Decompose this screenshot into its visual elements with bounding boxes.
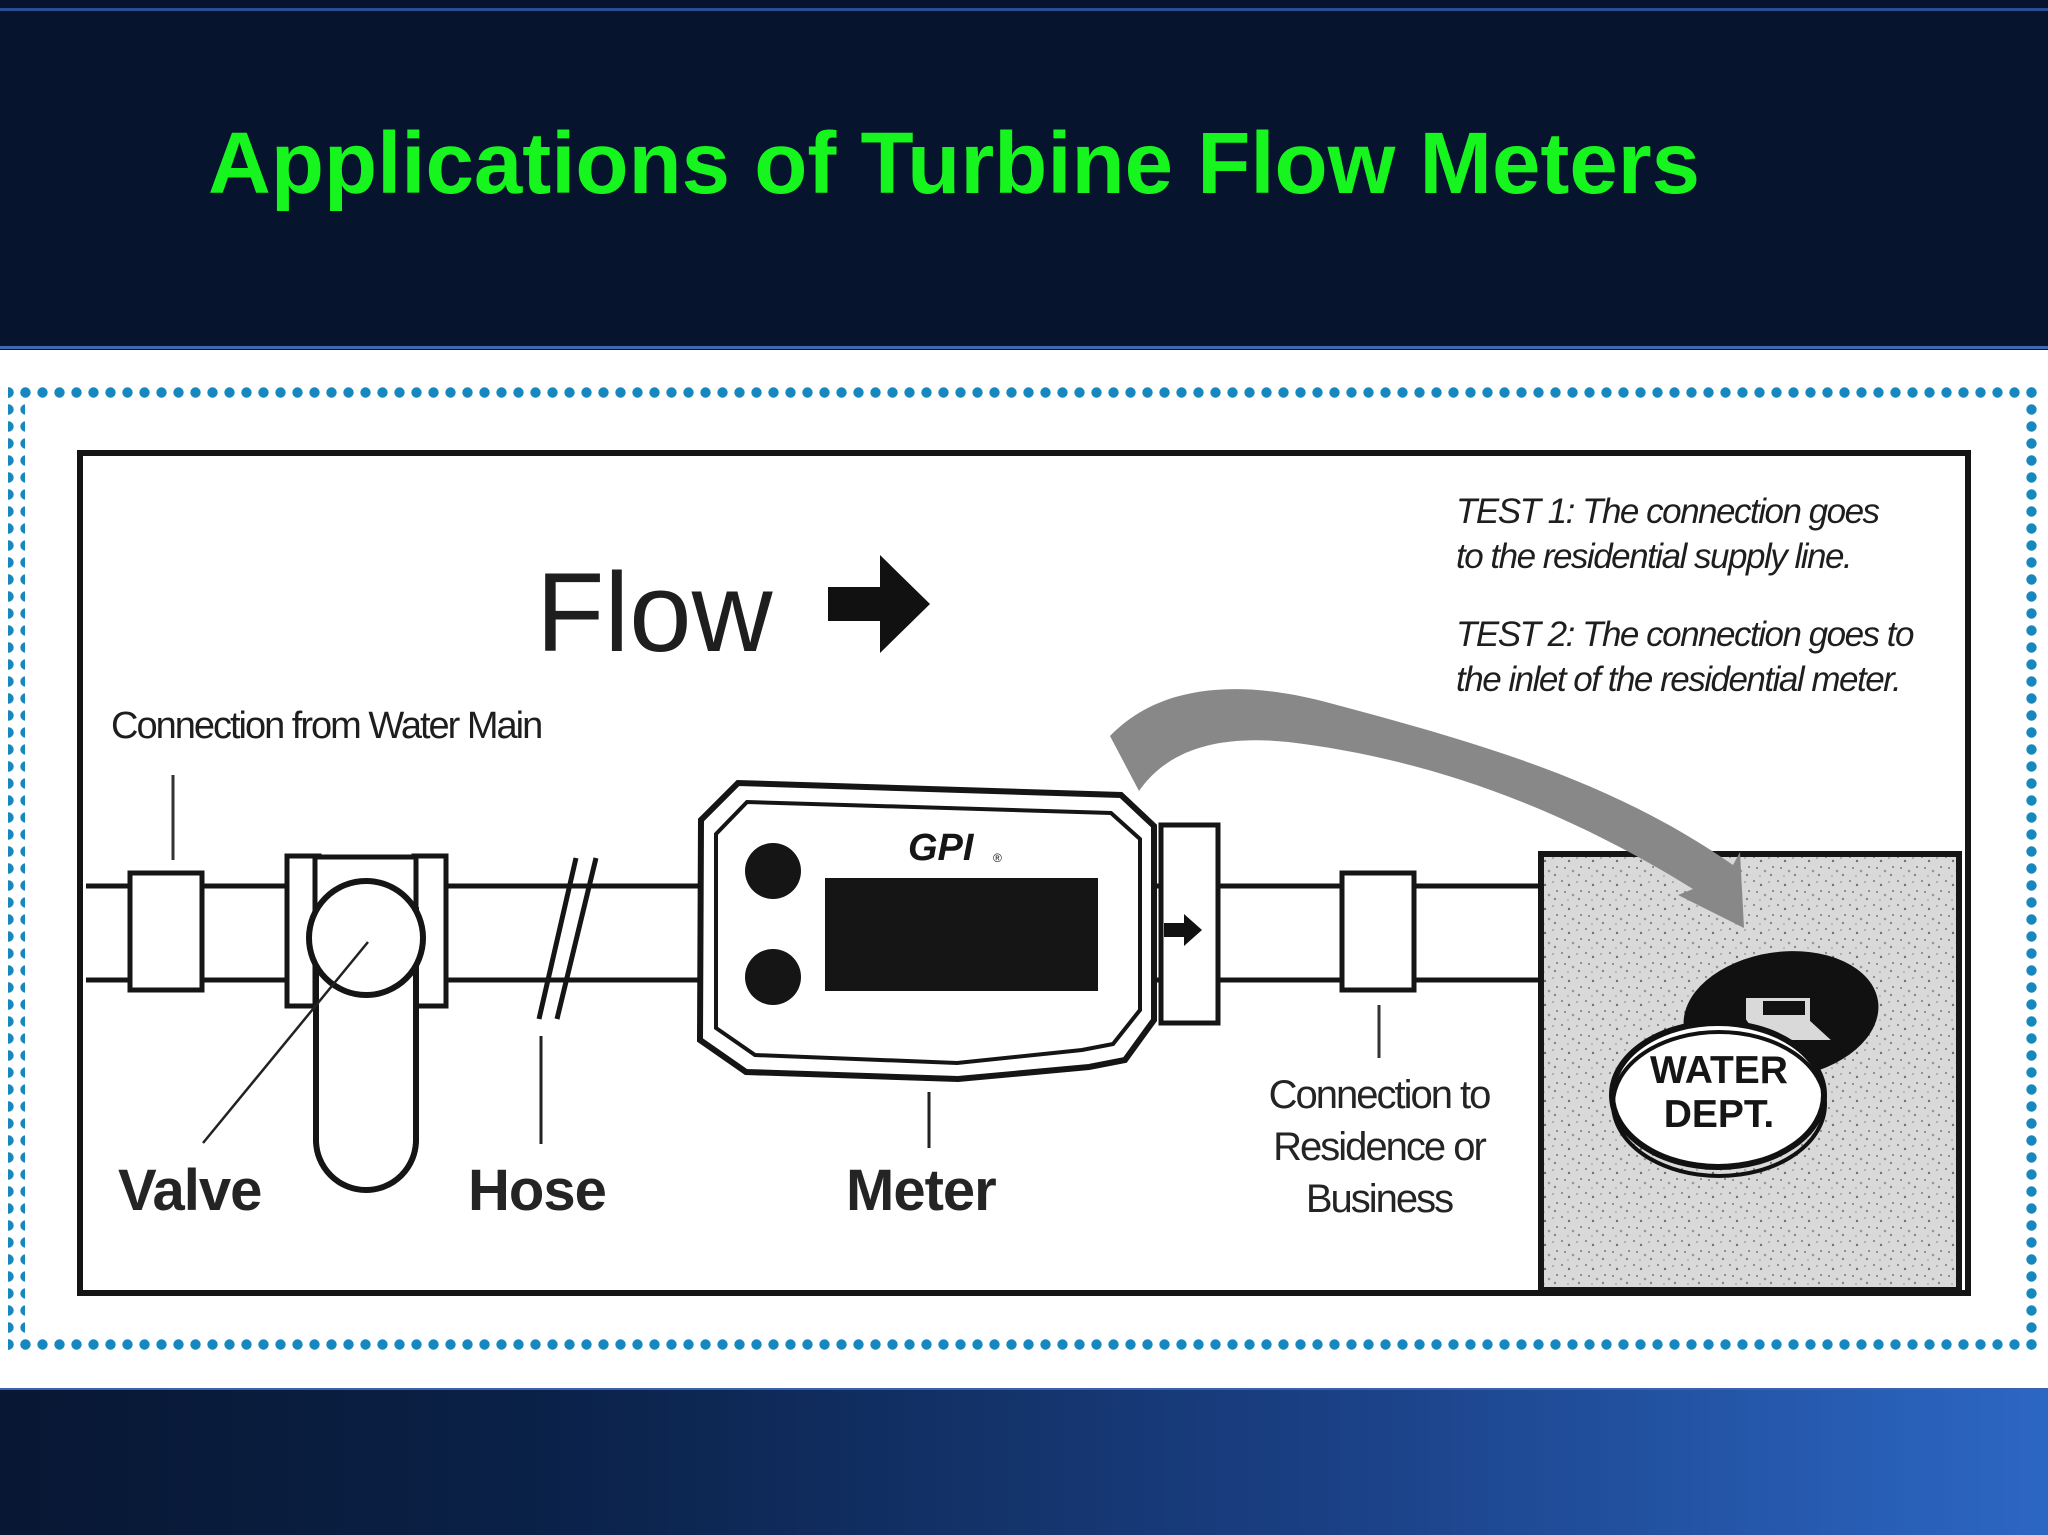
turbine-flow-meter-diagram: Flow TEST 1: The connection goes to the … — [0, 350, 2048, 1390]
flow-arrow-icon — [828, 555, 930, 653]
hose-break-symbol — [536, 857, 599, 1144]
water-dept-text-line-2: DEPT. — [1664, 1093, 1775, 1136]
meter-brand-mark: ® — [993, 851, 1002, 865]
hose-label: Hose — [468, 1158, 606, 1223]
meter-upper-button-icon — [745, 843, 801, 899]
curved-gray-arrow-icon — [1110, 689, 1744, 928]
test-2-line-2: the inlet of the residential meter. — [1456, 660, 1900, 699]
valve-wheel-icon — [306, 878, 426, 998]
connection-from-water-main-label: Connection from Water Main — [111, 705, 541, 747]
diagram-panel: Flow TEST 1: The connection goes to the … — [0, 350, 2048, 1390]
slide-header: Applications of Turbine Flow Meters — [0, 0, 2048, 352]
connection-to-residence-line-2: Residence or — [1273, 1125, 1486, 1169]
connection-to-residence-line-1: Connection to — [1269, 1073, 1491, 1117]
connection-to-residence-line-3: Business — [1306, 1177, 1453, 1221]
meter-display-screen — [825, 878, 1098, 991]
valve-leader-line — [202, 941, 369, 1144]
residence-coupling — [1339, 870, 1417, 993]
dotted-border — [8, 385, 2040, 1353]
valve-label: Valve — [118, 1158, 261, 1223]
gpi-meter: GPI ® — [696, 779, 1202, 1148]
valve-assembly — [202, 853, 449, 1193]
flow-label: Flow — [536, 550, 774, 675]
water-main-coupling — [127, 870, 205, 993]
header-rule — [0, 346, 2048, 349]
test-1-line-2: to the residential supply line. — [1456, 537, 1851, 576]
water-dept-meter-cover-icon: WATER DEPT. — [1609, 951, 1879, 1178]
meter-label: Meter — [846, 1158, 996, 1223]
meter-brand-logo: GPI — [908, 827, 975, 869]
slide-footer-gradient — [0, 1390, 2048, 1535]
test-1-line-1: TEST 1: The connection goes — [1456, 492, 1880, 531]
small-flow-arrow-icon — [1164, 914, 1202, 946]
test-2-line-1: TEST 2: The connection goes to — [1456, 615, 1914, 654]
top-rule — [0, 8, 2048, 11]
slide-title: Applications of Turbine Flow Meters — [208, 115, 1700, 212]
water-dept-text-line-1: WATER — [1650, 1049, 1788, 1092]
meter-lower-button-icon — [745, 949, 801, 1005]
